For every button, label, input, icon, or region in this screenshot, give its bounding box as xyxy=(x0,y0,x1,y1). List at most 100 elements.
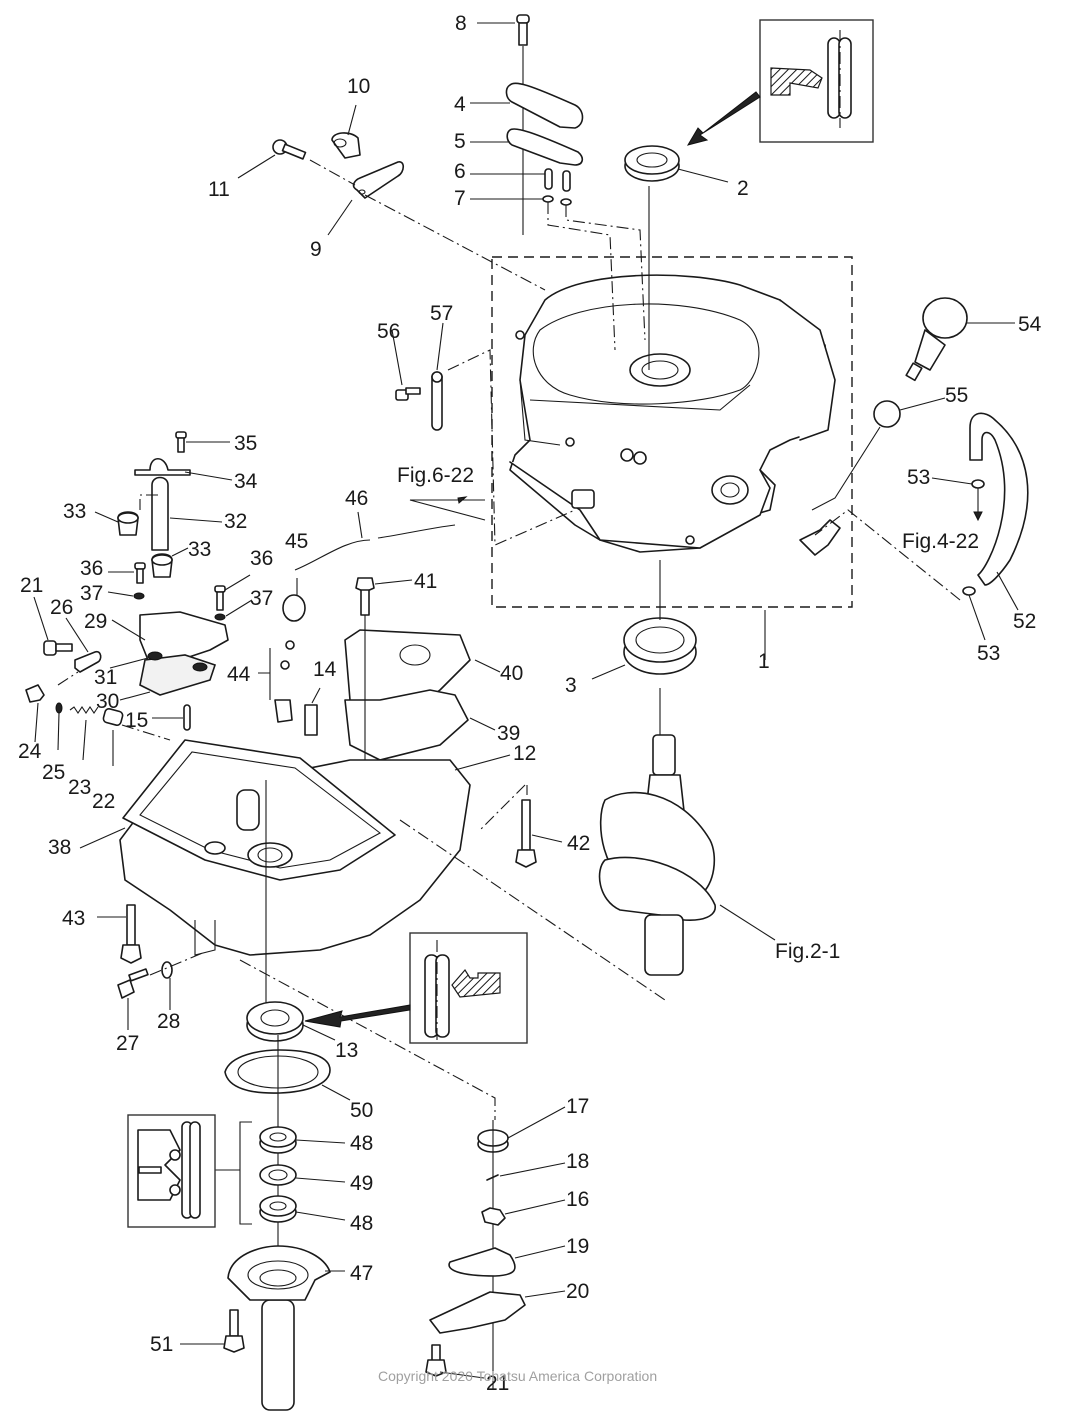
label-23: 23 xyxy=(68,776,91,799)
fitting-24[interactable] xyxy=(25,684,45,703)
seal-48-top[interactable] xyxy=(259,1126,297,1154)
label-17: 17 xyxy=(566,1095,589,1118)
label-44: 44 xyxy=(227,663,251,686)
pin-18[interactable] xyxy=(486,1174,499,1181)
label-41: 41 xyxy=(414,570,437,593)
label-9: 9 xyxy=(310,238,322,261)
label-5: 5 xyxy=(454,130,466,153)
label-16: 16 xyxy=(566,1188,589,1211)
cover-20[interactable] xyxy=(429,1291,526,1334)
reed-31b[interactable] xyxy=(192,662,208,672)
seal-49[interactable] xyxy=(259,1164,297,1186)
oil-seal-13[interactable] xyxy=(246,1001,304,1042)
gasket-5[interactable] xyxy=(506,128,584,166)
screw-35[interactable] xyxy=(175,431,187,453)
fig-ref-4-22: Fig.4-22 xyxy=(902,530,979,553)
connector-14[interactable] xyxy=(304,704,318,736)
pin-15[interactable] xyxy=(183,704,191,731)
label-28: 28 xyxy=(157,1010,180,1033)
oring-55[interactable] xyxy=(873,400,901,428)
clip-53-top[interactable] xyxy=(971,479,985,489)
reed-31a[interactable] xyxy=(147,651,163,661)
elbow-fitting[interactable] xyxy=(799,519,841,556)
clip-53-bottom[interactable] xyxy=(962,586,976,596)
oil-filler-cap-54[interactable] xyxy=(905,297,968,382)
label-27: 27 xyxy=(116,1032,139,1055)
breather-gasket-30[interactable] xyxy=(139,654,217,696)
sensor-44[interactable] xyxy=(274,699,293,723)
bearing-3[interactable] xyxy=(623,617,697,675)
oil-pump-housing-47[interactable] xyxy=(227,1245,331,1411)
label-21-lower: 21 xyxy=(486,1372,509,1395)
sensor-part-44b[interactable] xyxy=(280,660,290,670)
plate-4[interactable] xyxy=(505,82,584,129)
oring-19[interactable] xyxy=(448,1247,516,1277)
label-48-bottom: 48 xyxy=(350,1212,373,1235)
hose-52[interactable] xyxy=(969,412,1029,586)
bolt-42[interactable] xyxy=(515,799,537,868)
breather-cover-29[interactable] xyxy=(139,611,229,666)
bolt-43[interactable] xyxy=(120,904,142,964)
crankshaft[interactable] xyxy=(598,734,716,976)
label-49: 49 xyxy=(350,1172,373,1195)
label-19: 19 xyxy=(566,1235,589,1258)
label-33-left: 33 xyxy=(63,500,86,523)
ground-lead-57[interactable] xyxy=(431,371,443,431)
cable-46[interactable] xyxy=(294,524,456,571)
grommet-33a[interactable] xyxy=(117,511,139,536)
bolt-8[interactable] xyxy=(516,14,530,46)
label-53-top: 53 xyxy=(907,466,930,489)
screw-56[interactable] xyxy=(395,387,421,401)
label-57: 57 xyxy=(430,302,453,325)
screw-36b[interactable] xyxy=(214,585,226,611)
bolt-51[interactable] xyxy=(223,1309,245,1353)
bolt-11[interactable] xyxy=(272,139,307,160)
bracket-9[interactable] xyxy=(352,161,405,199)
grommet-45[interactable] xyxy=(282,594,306,622)
plate-26[interactable] xyxy=(74,650,102,673)
oil-seal-2[interactable] xyxy=(624,145,680,182)
sensor-part-44a[interactable] xyxy=(285,640,295,650)
gasket-39[interactable] xyxy=(344,689,469,761)
fig-ref-2-1: Fig.2-1 xyxy=(775,940,840,963)
clamp-10[interactable] xyxy=(331,132,361,159)
rotor-16[interactable] xyxy=(481,1207,506,1226)
label-11: 11 xyxy=(208,178,230,201)
pin-6a[interactable] xyxy=(544,168,553,190)
label-36-right: 36 xyxy=(250,547,273,570)
breather-hose-32[interactable] xyxy=(151,476,169,551)
label-52: 52 xyxy=(1013,610,1036,633)
arrow-to-seal-13 xyxy=(304,1004,411,1028)
washer-28[interactable] xyxy=(161,961,173,979)
grommet-33b[interactable] xyxy=(151,553,173,578)
clamp-34[interactable] xyxy=(134,457,191,476)
screw-36a[interactable] xyxy=(134,562,146,584)
oring-7b[interactable] xyxy=(560,198,572,206)
label-35: 35 xyxy=(234,432,257,455)
label-8: 8 xyxy=(455,12,467,35)
label-45: 45 xyxy=(285,530,308,553)
label-37-right: 37 xyxy=(250,587,273,610)
copyright-notice: Copyright 2020 Tohatsu America Corporati… xyxy=(378,1368,658,1384)
bolt-41[interactable] xyxy=(355,577,375,616)
label-31: 31 xyxy=(94,666,117,689)
label-20: 20 xyxy=(566,1280,589,1303)
bolt-27[interactable] xyxy=(117,968,149,999)
sleeve-22[interactable] xyxy=(102,708,124,726)
ring-25[interactable] xyxy=(55,702,63,714)
oring-7a[interactable] xyxy=(542,195,554,203)
label-6: 6 xyxy=(454,160,466,183)
washer-37a[interactable] xyxy=(133,592,145,600)
label-48-top: 48 xyxy=(350,1132,373,1155)
bolt-21-upper[interactable] xyxy=(43,640,73,656)
spring-23[interactable] xyxy=(69,706,99,714)
label-26: 26 xyxy=(50,596,73,619)
label-34: 34 xyxy=(234,470,258,493)
pin-6b[interactable] xyxy=(562,170,571,192)
seal-48-bottom[interactable] xyxy=(259,1195,297,1223)
crankcase[interactable] xyxy=(509,274,836,553)
washer-37b[interactable] xyxy=(214,613,226,621)
label-13: 13 xyxy=(335,1039,358,1062)
callout-labels: 8 4 5 6 7 2 10 11 9 56 57 54 55 53 Fig.4… xyxy=(18,12,1042,1395)
